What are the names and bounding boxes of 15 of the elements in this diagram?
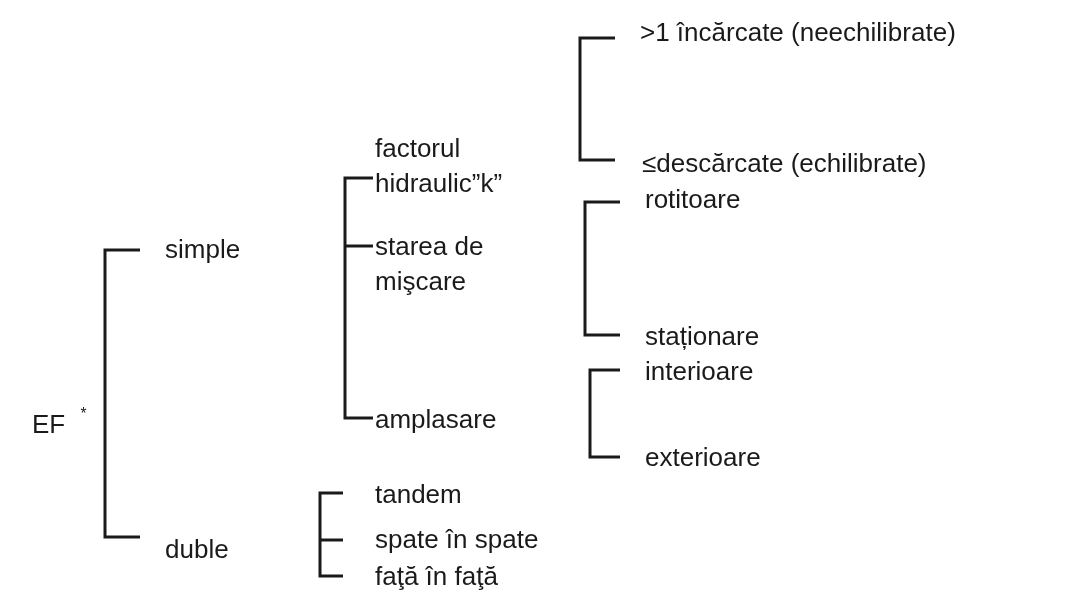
category-label: >1 încărcate (neechilibrate) — [640, 15, 1070, 51]
category-label: simple — [165, 232, 285, 268]
category-label: amplasare — [375, 402, 575, 438]
category-label: starea de mişcare — [375, 228, 535, 300]
category-label: faţă în faţă — [375, 559, 595, 595]
category-label: duble — [165, 532, 285, 568]
category-label: factorul hidraulic”k” — [375, 130, 535, 202]
category-label: exterioare — [645, 440, 845, 476]
category-label: staționare — [645, 319, 845, 355]
category-label: rotitoare — [645, 182, 845, 218]
category-label: tandem — [375, 477, 595, 513]
category-label: EF $^{*}$ — [32, 407, 122, 443]
category-label: spate în spate — [375, 522, 595, 558]
category-label: ≤descărcate (echilibrate) — [642, 146, 1062, 182]
category-label: interioare — [645, 354, 845, 390]
